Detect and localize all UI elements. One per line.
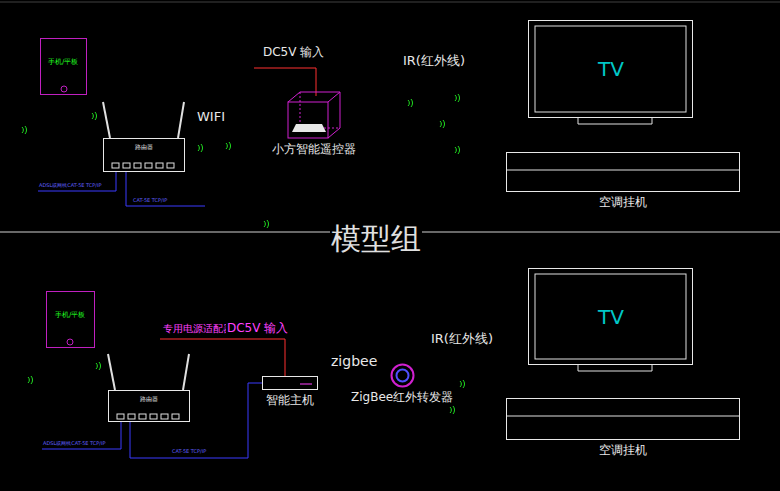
- node-text: ZigBee红外转发器: [351, 391, 453, 404]
- node-text: 手机/平板: [48, 59, 78, 67]
- cable-label: ADSL或网线CAT-5E TCP/IP: [42, 441, 107, 447]
- air-conditioner: 空调挂机: [506, 152, 740, 192]
- tv-set: TV: [528, 20, 693, 118]
- node-text: 路由器: [140, 396, 158, 403]
- ring-outline: [390, 363, 415, 388]
- zigbee-label: zigbee: [330, 353, 378, 369]
- watermark: 模型组: [330, 222, 422, 257]
- ir-label: IR(红外线): [402, 54, 466, 69]
- air-conditioner: 空调挂机: [506, 398, 740, 440]
- network-cable: [38, 172, 205, 449]
- node-text: 手机/平板: [55, 312, 85, 320]
- node-text: 路由器: [135, 144, 153, 151]
- node-text: 智能主机: [266, 394, 314, 407]
- phone-tablet: 手机/平板: [46, 291, 95, 348]
- cable-label: CAT-5E TCP/IP: [132, 198, 168, 204]
- home-button: [67, 339, 73, 345]
- network-cable: [130, 383, 262, 458]
- tv-set: TV: [528, 268, 693, 365]
- zigbee-ir-repeater: ZigBee红外转发器: [390, 363, 415, 388]
- tv-detail: [535, 26, 686, 371]
- router-box: 路由器: [108, 390, 190, 422]
- router-box: 路由器: [103, 138, 185, 172]
- node-text: 空调挂机: [599, 444, 647, 457]
- power-wire: [160, 68, 316, 376]
- node-text: TV: [598, 58, 624, 80]
- node-text: 小方智能遥控器: [272, 143, 356, 156]
- smart-remote: 小方智能遥控器: [286, 90, 342, 140]
- node-text: TV: [598, 306, 624, 328]
- node-text: 空调挂机: [599, 196, 647, 209]
- ir-label: IR(红外线): [430, 332, 494, 347]
- phone-tablet: 手机/平板: [40, 38, 87, 95]
- cable-label: CAT-5E TCP/IP: [171, 449, 207, 455]
- router-antenna: [103, 102, 189, 390]
- wifi-label: WIFI: [196, 110, 226, 125]
- cube-outline: [286, 90, 342, 140]
- adapter-label: 专用电源适配器: [162, 323, 234, 335]
- smart-host: 智能主机: [262, 376, 318, 390]
- wireless-signal: [22, 94, 465, 414]
- ac-detail: [506, 170, 740, 416]
- home-button: [61, 86, 67, 92]
- cable-label: ADSL或网线CAT-5E TCP/IP: [38, 183, 103, 189]
- host-indicator: [300, 384, 312, 385]
- power-input-label: DC5V 输入: [226, 322, 289, 336]
- power-input-label: DC5V 输入: [262, 46, 325, 60]
- router-port: [112, 163, 179, 419]
